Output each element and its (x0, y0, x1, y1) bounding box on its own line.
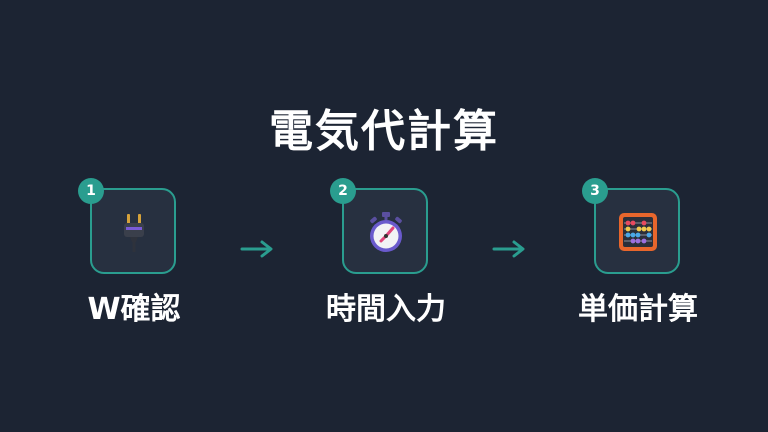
arrow-right-icon (240, 240, 273, 258)
page-title: 電気代計算 (269, 106, 499, 157)
arrow-right-icon (492, 240, 525, 258)
step-3-label: 単価計算 (578, 292, 698, 327)
step-3-number-badge: 3 (582, 178, 608, 204)
step-1-number-badge: 1 (78, 178, 104, 204)
step-2-label: 時間入力 (326, 292, 446, 327)
step-1-icon-box: 1 (78, 178, 176, 274)
step-3-icon-box: 3 (582, 178, 680, 274)
step-1-label: W確認 (87, 292, 181, 327)
step-2-number-badge: 2 (330, 178, 356, 204)
step-2-icon-box: 2 (330, 178, 428, 274)
power-plug-icon (124, 214, 144, 252)
stopwatch-icon (370, 212, 402, 252)
abacus-icon (619, 213, 657, 251)
